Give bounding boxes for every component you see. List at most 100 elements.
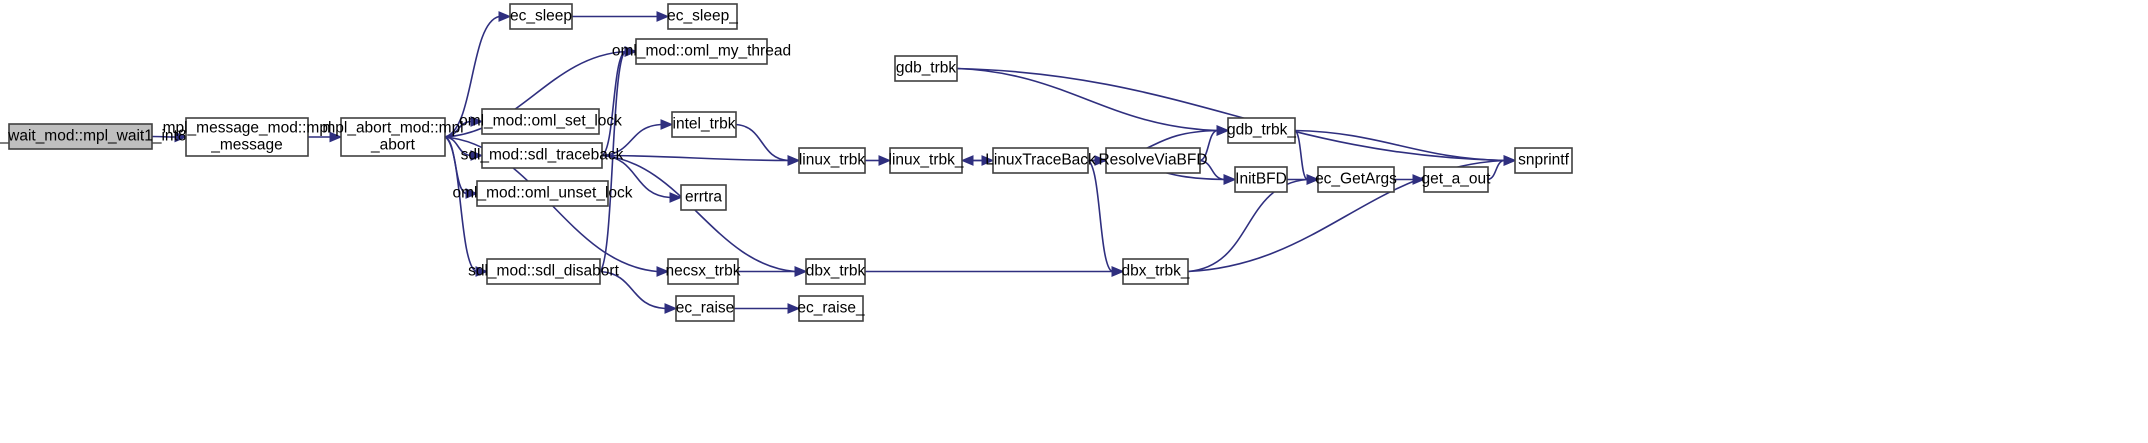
node-box[interactable] bbox=[667, 3, 738, 30]
graph-node[interactable]: linux_trbk_ bbox=[889, 147, 964, 174]
node-box[interactable] bbox=[481, 108, 600, 135]
node-box[interactable] bbox=[185, 117, 309, 157]
call-edge-arrowhead bbox=[475, 266, 489, 277]
node-box[interactable] bbox=[635, 38, 768, 65]
call-edge bbox=[1294, 129, 1505, 162]
call-edge-arrowhead bbox=[1503, 155, 1517, 166]
node-label: dbx_trbk_ bbox=[1121, 263, 1189, 280]
graph-node[interactable]: sdl_mod::sdl_traceback bbox=[461, 142, 624, 169]
graph-node[interactable]: mpl_abort_mod::mpl_abort bbox=[322, 117, 464, 157]
call-edge-arrowhead bbox=[329, 131, 343, 143]
call-edge-arrowhead bbox=[878, 155, 892, 166]
graph-node[interactable]: ec_raise bbox=[675, 295, 735, 322]
graph-node[interactable]: oml_mod::oml_my_thread bbox=[612, 38, 791, 65]
node-box[interactable] bbox=[894, 55, 958, 82]
node-box[interactable] bbox=[889, 147, 963, 174]
node-label: dbx_trbk bbox=[806, 263, 866, 280]
graph-node[interactable]: ec_sleep bbox=[509, 3, 573, 30]
graph-node[interactable]: sdl_mod::sdl_disabort bbox=[468, 258, 620, 285]
node-box[interactable] bbox=[509, 3, 573, 30]
call-edge bbox=[601, 123, 662, 157]
node-box[interactable] bbox=[1122, 258, 1189, 285]
graph-node[interactable]: ResolveViaBFD bbox=[1098, 147, 1208, 174]
node-box[interactable] bbox=[667, 258, 739, 285]
node-box[interactable] bbox=[486, 258, 601, 285]
graph-node[interactable]: dbx_trbk_ bbox=[1121, 258, 1190, 285]
call-edge-arrowhead bbox=[470, 150, 484, 161]
call-edge bbox=[601, 154, 789, 162]
call-edge bbox=[1087, 159, 1113, 273]
call-edge-arrowhead bbox=[664, 303, 678, 314]
node-label: ec_sleep bbox=[510, 8, 572, 25]
node-label: ec_raise bbox=[676, 300, 735, 317]
node-label: ec_sleep_ bbox=[667, 8, 738, 25]
node-label: gdb_trbk bbox=[896, 60, 957, 77]
node-label: oml_mod::oml_my_thread bbox=[612, 43, 791, 60]
node-label: ec_GetArgs bbox=[1315, 171, 1397, 188]
graph-node[interactable]: gdb_trbk bbox=[894, 55, 958, 82]
call-edge bbox=[1294, 129, 1308, 181]
node-label: InitBFD bbox=[1235, 171, 1287, 188]
node-box[interactable] bbox=[1105, 147, 1201, 174]
call-edge-arrowhead bbox=[174, 131, 188, 143]
node-box[interactable] bbox=[476, 180, 609, 207]
call-edge bbox=[444, 50, 626, 138]
graph-node[interactable]: oml_mod::oml_set_lock bbox=[459, 108, 622, 135]
node-label: sdl_mod::sdl_disabort bbox=[468, 263, 619, 280]
node-box[interactable] bbox=[798, 147, 866, 174]
call-edge-arrowhead bbox=[787, 155, 801, 166]
node-box[interactable] bbox=[1234, 166, 1288, 193]
node-label: sdl_mod::sdl_traceback bbox=[461, 147, 624, 164]
node-box[interactable] bbox=[680, 184, 727, 211]
graph-node[interactable]: gdb_trbk_ bbox=[1227, 117, 1296, 144]
call-edge-arrowhead bbox=[1111, 266, 1125, 277]
node-box[interactable] bbox=[671, 111, 737, 138]
graph-node[interactable]: mpl_wait_mod::mpl_wait1_int8 bbox=[0, 123, 186, 150]
graph-node[interactable]: snprintf bbox=[1514, 147, 1573, 174]
graph-node[interactable]: oml_mod::oml_unset_lock bbox=[452, 180, 633, 207]
graph-node[interactable]: dbx_trbk bbox=[805, 258, 866, 285]
call-edge-arrowhead bbox=[470, 116, 484, 127]
node-box[interactable] bbox=[1317, 166, 1395, 193]
graph-node[interactable]: LinuxTraceBack bbox=[985, 147, 1096, 174]
node-label: necsx_trbk bbox=[666, 263, 741, 280]
node-label: _message bbox=[210, 137, 283, 154]
graph-node[interactable]: errtra bbox=[680, 184, 727, 211]
graph-node[interactable]: ec_GetArgs bbox=[1315, 166, 1397, 193]
node-box[interactable] bbox=[798, 295, 864, 322]
call-edge bbox=[1199, 159, 1225, 181]
graph-node[interactable]: intel_trbk bbox=[671, 111, 737, 138]
node-box[interactable] bbox=[805, 258, 866, 285]
node-label: mpl_message_mod::mpl bbox=[163, 120, 332, 137]
graph-node[interactable]: ec_sleep_ bbox=[667, 3, 738, 30]
call-edge bbox=[956, 67, 1218, 132]
node-box[interactable] bbox=[481, 142, 603, 169]
node-box[interactable] bbox=[675, 295, 735, 322]
call-edge bbox=[599, 50, 626, 273]
node-box[interactable] bbox=[1423, 166, 1489, 193]
call-edge bbox=[956, 67, 1505, 162]
call-edge bbox=[599, 270, 666, 310]
node-box[interactable] bbox=[1227, 117, 1296, 144]
call-edge bbox=[601, 50, 626, 157]
node-box[interactable] bbox=[340, 117, 446, 157]
graph-node[interactable]: necsx_trbk bbox=[666, 258, 741, 285]
graph-node[interactable]: get_a_out bbox=[1422, 166, 1492, 193]
call-edge bbox=[444, 120, 472, 138]
graph-node[interactable]: ec_raise_ bbox=[797, 295, 865, 322]
node-label: intel_trbk bbox=[673, 116, 736, 133]
call-edge-arrowhead bbox=[465, 188, 479, 199]
graph-node[interactable]: linux_trbk bbox=[798, 147, 866, 174]
call-edge bbox=[444, 136, 477, 273]
graph-node[interactable]: InitBFD bbox=[1234, 166, 1288, 193]
node-layer: mpl_wait_mod::mpl_wait1_int8mpl_message_… bbox=[0, 3, 1573, 322]
node-box[interactable] bbox=[1514, 147, 1573, 174]
call-edge-arrowhead bbox=[624, 46, 638, 57]
node-box[interactable] bbox=[992, 147, 1089, 174]
node-box[interactable] bbox=[8, 123, 153, 150]
call-edge-arrowhead bbox=[1216, 125, 1230, 136]
graph-node[interactable]: mpl_message_mod::mpl_message bbox=[163, 117, 332, 157]
node-label: mpl_wait_mod::mpl_wait1_int8 bbox=[0, 128, 186, 145]
